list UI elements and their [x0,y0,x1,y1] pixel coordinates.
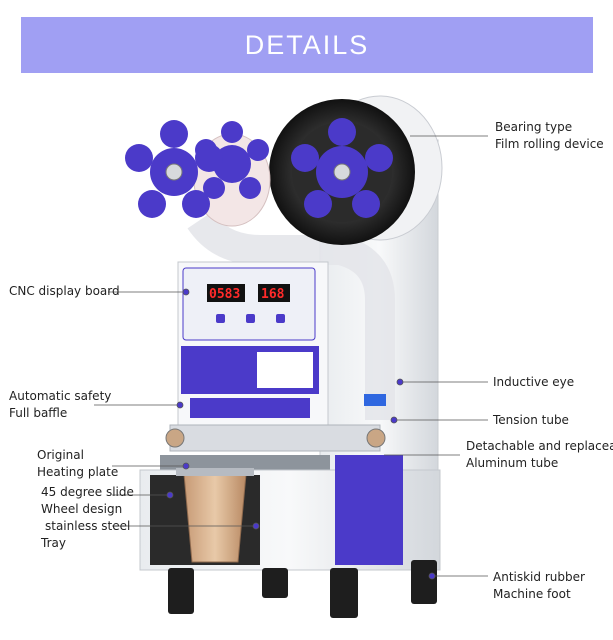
film-ribbon [187,211,395,420]
label-heating-plate: Original Heating plate [37,447,118,481]
tension-tube-left [165,428,185,448]
label-cnc-display-board: CNC display board [9,283,120,300]
tension-tube-right [366,428,386,448]
safety-label-sticker [190,398,310,418]
warning-sticker [257,352,313,388]
display-button-2[interactable] [246,314,255,323]
display-button-3[interactable] [276,314,285,323]
cnc-display-board [182,267,316,341]
label-aluminum-line2: Aluminum tube [466,456,559,470]
label-baffle-line1: Automatic safety [9,389,112,403]
label-bearing-line2: Film rolling device [495,137,604,151]
label-slide-line1: 45 degree slide [41,485,134,499]
display-button-1[interactable] [216,314,225,323]
label-slide-line3: stainless steel [45,519,131,533]
label-baffle-line2: Full baffle [9,406,68,420]
label-heating-line2: Heating plate [37,465,119,479]
label-tension-tube: Tension tube [493,412,569,429]
label-foot-line1: Antiskid rubber [493,570,585,584]
banner-title: DETAILS [244,29,370,60]
display-screen-left [207,284,245,302]
label-slide-line4: Tray [41,536,66,550]
left-reel-axle [165,163,183,181]
label-aluminum-tube: Detachable and replaceable Aluminum tube [466,438,613,472]
machine-foot-right [411,560,437,604]
details-banner: DETAILS [21,17,593,73]
display-screen-right [258,284,290,302]
sealed-cup [183,473,247,563]
label-machine-foot: Antiskid rubber Machine foot [493,569,585,603]
label-slide-line2: Wheel design [41,502,123,516]
machine-foot-mid [262,568,288,598]
label-heating-line1: Original [37,448,84,462]
label-inductive-line1: Inductive eye [493,375,575,389]
label-foot-line2: Machine foot [493,587,571,601]
right-purple-panel [335,455,403,565]
callout-lines [94,135,488,580]
label-slide-tray: 45 degree slide Wheel design stainless s… [41,484,134,552]
label-automatic-safety-baffle: Automatic safety Full baffle [9,388,111,422]
label-cnc-line1: CNC display board [9,284,120,298]
machine-foot-left [168,568,194,614]
label-inductive-eye: Inductive eye [493,374,574,391]
display-left-value: 0583 [209,287,240,302]
label-bearing-line1: Bearing type [495,120,573,134]
label-bearing-film-device: Bearing type Film rolling device [495,119,604,153]
right-reel-axle [333,163,351,181]
label-tension-line1: Tension tube [493,413,569,427]
display-right-value: 168 [261,287,285,302]
left-reel-back [195,121,269,199]
right-reel-wheel [291,118,393,218]
safety-baffle [169,424,381,452]
cup-tray [176,468,254,476]
machine-foot-center [330,568,358,618]
inductive-eye [364,394,386,406]
label-aluminum-line1: Detachable and replaceable [466,439,613,453]
